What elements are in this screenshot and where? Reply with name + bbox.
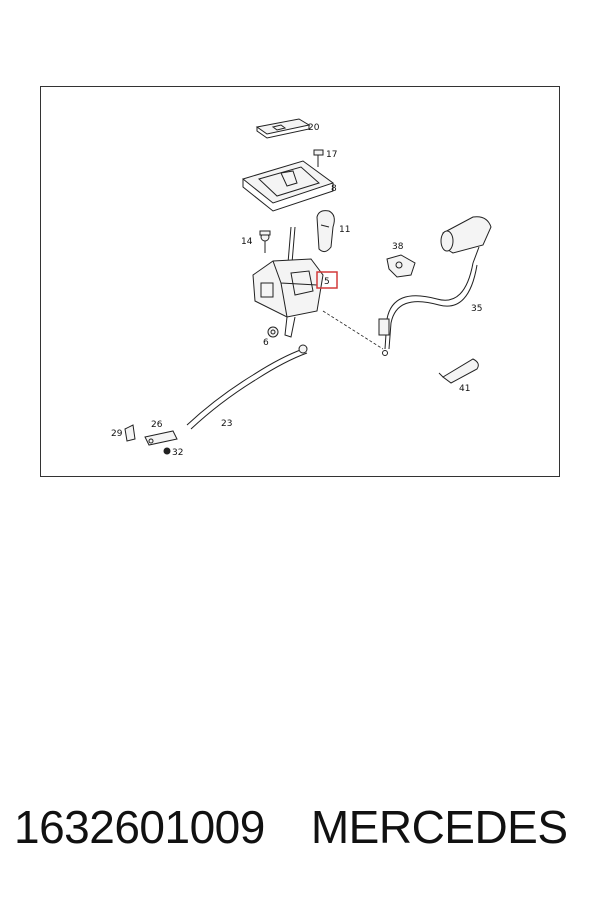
part-20-cover-plate xyxy=(255,118,311,139)
part-29-clip xyxy=(124,424,136,442)
leader-line xyxy=(322,310,384,350)
cable-end xyxy=(382,350,388,356)
callout-32: 32 xyxy=(172,448,183,458)
part-41-clip xyxy=(438,358,479,384)
parts-diagram-frame: 20 17 8 11 14 xyxy=(40,86,560,477)
callout-38: 38 xyxy=(392,242,404,252)
part-32-nut xyxy=(163,447,171,455)
callout-41: 41 xyxy=(459,384,470,394)
highlight-box-5 xyxy=(316,271,338,289)
callout-14: 14 xyxy=(241,237,253,247)
callout-11: 11 xyxy=(339,225,350,235)
part-14-bolt xyxy=(259,230,271,253)
part-5-shifter-assembly xyxy=(252,226,324,338)
callout-23: 23 xyxy=(221,419,232,429)
part-6-nut xyxy=(267,326,279,338)
callout-35: 35 xyxy=(471,304,482,314)
callout-20: 20 xyxy=(308,123,320,133)
part-35-actuator-cable xyxy=(378,216,492,350)
callout-5: 5 xyxy=(324,277,330,287)
part-26-connector xyxy=(144,430,178,446)
part-8-gate-frame xyxy=(241,160,335,212)
callout-26: 26 xyxy=(151,420,163,430)
callout-8: 8 xyxy=(331,184,337,194)
callout-29: 29 xyxy=(111,429,123,439)
part-17-screw xyxy=(313,149,324,167)
part-11-shift-knob xyxy=(316,210,335,253)
parts-diagram: 20 17 8 11 14 xyxy=(111,118,492,458)
callout-17: 17 xyxy=(326,150,337,160)
part-caption: 1632601009 MERCEDES xyxy=(14,800,594,870)
brand-name: MERCEDES xyxy=(310,801,568,853)
callout-6: 6 xyxy=(263,338,269,348)
part-23-shift-rod xyxy=(186,344,308,430)
part-number: 1632601009 xyxy=(14,801,265,853)
part-38-bracket xyxy=(386,254,416,278)
